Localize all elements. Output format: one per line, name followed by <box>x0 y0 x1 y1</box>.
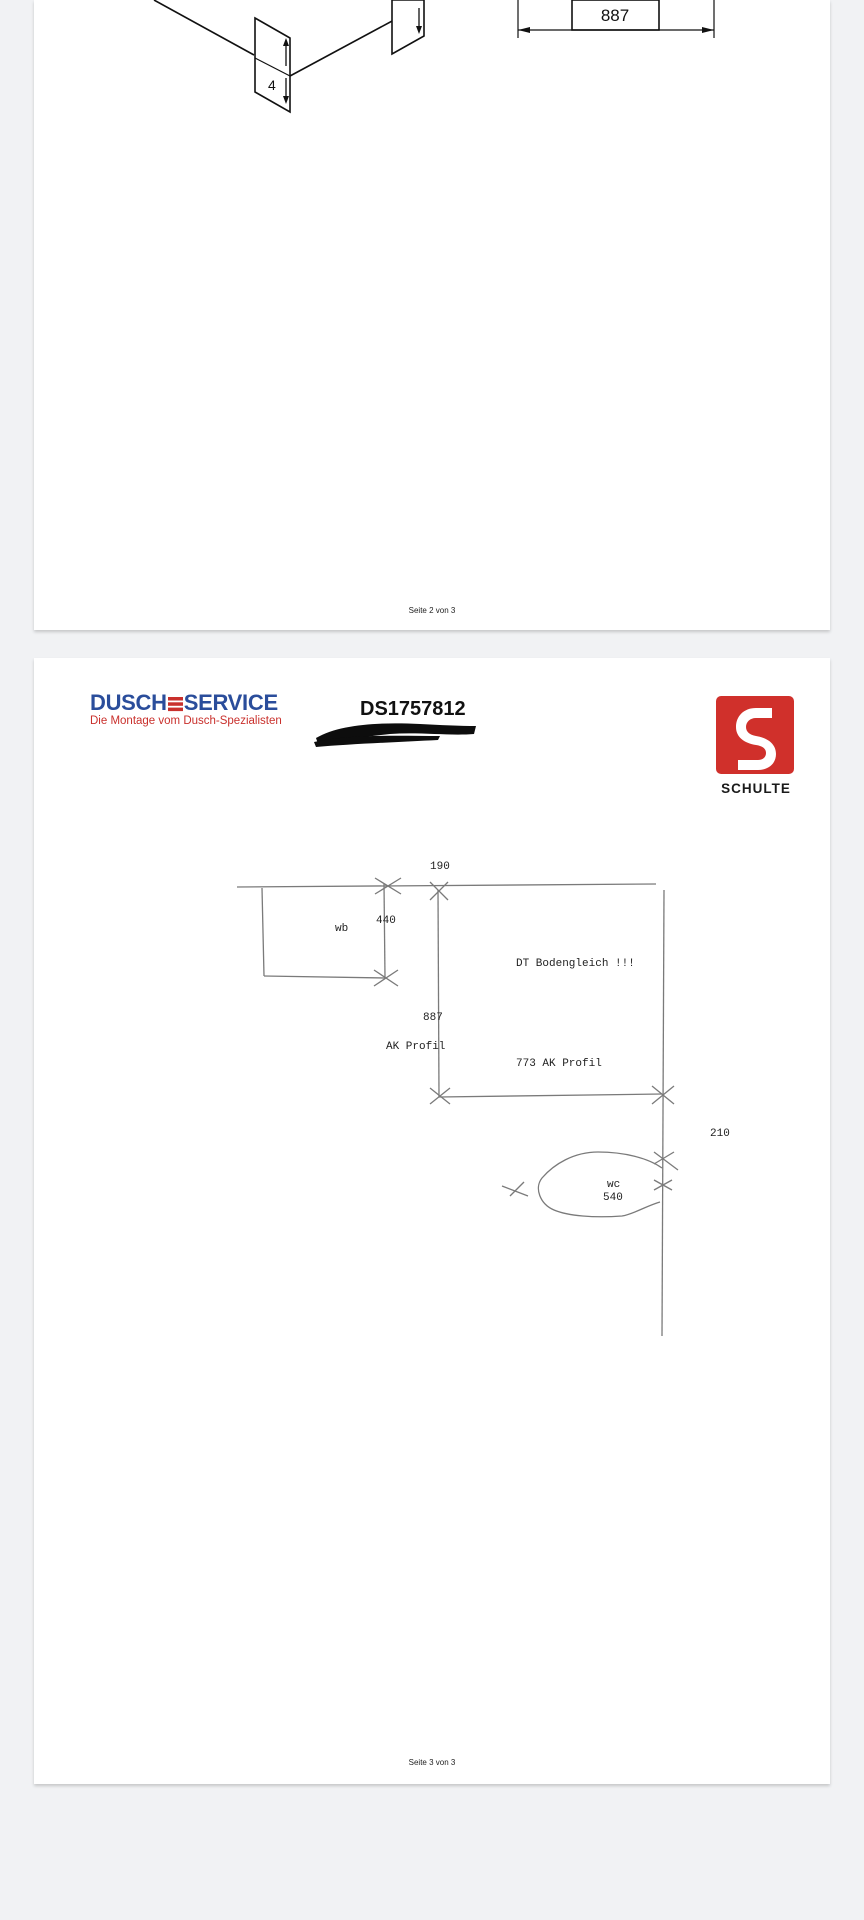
label-wb: wb <box>335 923 348 935</box>
schulte-logo: SCHULTE <box>716 696 796 796</box>
label-wc: wc <box>607 1179 620 1191</box>
panel-label: 4 <box>268 77 276 93</box>
dim-440: 440 <box>376 915 396 927</box>
dim-540: 540 <box>603 1192 623 1204</box>
dim-190: 190 <box>430 861 450 873</box>
room-sketch: 190 440 wb 887 AK Profil DT Bodengleich … <box>236 861 730 1337</box>
order-number: DS1757812 <box>360 698 466 720</box>
schulte-s-icon <box>716 696 794 774</box>
assembly-drawing: 4 887 <box>153 0 715 114</box>
brand-separator-icon <box>167 697 183 712</box>
redaction-scribble <box>314 723 476 747</box>
schulte-logo-text: SCHULTE <box>721 781 791 796</box>
pdf-page-2: 4 887 Seite 2 von 3 <box>34 0 830 630</box>
label-dt-bodengleich: DT Bodengleich !!! <box>516 958 635 970</box>
dimension-887: 887 <box>601 6 629 25</box>
dim-887: 887 <box>423 1012 443 1024</box>
label-773-ak-profil: 773 AK Profil <box>516 1058 602 1070</box>
page-footer: Seite 2 von 3 <box>408 606 456 615</box>
brand-tagline: Die Montage vom Dusch-Spezialisten <box>90 715 282 727</box>
label-ak-profil: AK Profil <box>386 1041 445 1053</box>
page-footer: Seite 3 von 3 <box>408 1758 456 1767</box>
dim-210: 210 <box>710 1128 730 1140</box>
